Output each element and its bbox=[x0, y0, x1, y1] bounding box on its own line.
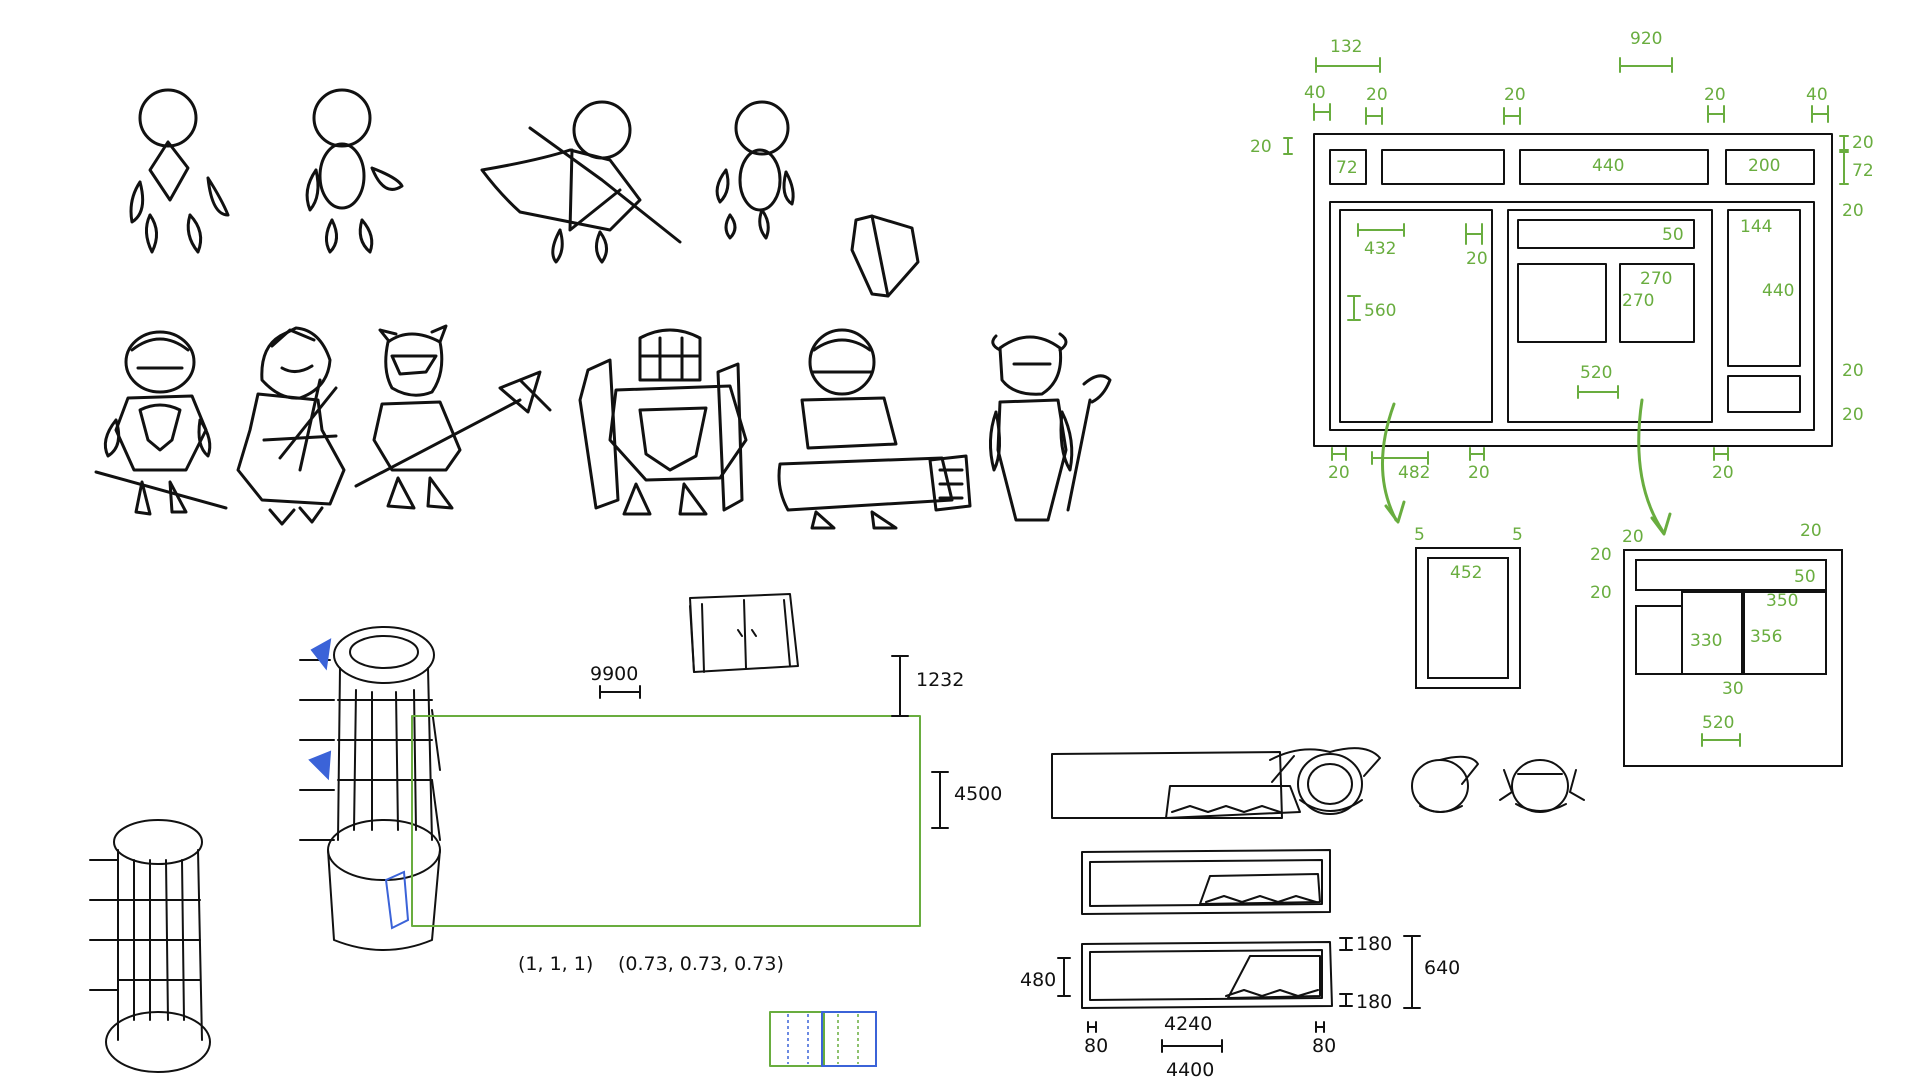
label-b20b: 20 bbox=[1468, 463, 1490, 483]
label-left-560: 560 bbox=[1364, 301, 1396, 321]
health-bar-2 bbox=[1081, 849, 1331, 915]
label-r20b: 20 bbox=[1842, 201, 1864, 221]
wireframe-main-frame bbox=[1313, 133, 1833, 447]
label-height-1232: 1232 bbox=[916, 669, 964, 691]
label-d20c: 20 bbox=[1704, 85, 1726, 105]
label-left-432: 432 bbox=[1364, 239, 1396, 259]
label-w132: 132 bbox=[1330, 37, 1362, 57]
label-bottom-180: 180 bbox=[1356, 991, 1392, 1013]
label-large-520: 520 bbox=[1702, 713, 1734, 733]
label-b482: 482 bbox=[1398, 463, 1430, 483]
color-swatch-pair bbox=[769, 1011, 877, 1067]
dim-bar-top-margin: 180 bbox=[1339, 933, 1392, 955]
label-header-200: 200 bbox=[1748, 156, 1780, 176]
label-large-350: 350 bbox=[1766, 591, 1798, 611]
character-heavy-cannon bbox=[777, 328, 972, 530]
dim-height-1232: 1232 bbox=[891, 655, 964, 717]
label-large-20c: 20 bbox=[1590, 545, 1612, 565]
label-bar-height-480: 480 bbox=[1020, 969, 1056, 991]
label-small-5a: 5 bbox=[1414, 525, 1425, 545]
label-4240: 4240 bbox=[1164, 1013, 1212, 1035]
arrow-to-large-panel bbox=[1637, 398, 1664, 532]
label-total-640: 640 bbox=[1424, 957, 1460, 979]
sub-panel-large: 20 20 20 20 50 330 350 356 30 520 bbox=[1590, 521, 1843, 767]
character-hooded-crossbow bbox=[236, 326, 346, 526]
label-large-20b: 20 bbox=[1800, 521, 1822, 541]
base-figure-1 bbox=[129, 88, 230, 254]
label-height-4500: 4500 bbox=[954, 783, 1002, 805]
base-figure-2 bbox=[305, 88, 404, 254]
label-color-white: (1, 1, 1) bbox=[518, 953, 593, 975]
label-r20d: 20 bbox=[1842, 405, 1864, 425]
dim-bar-total-height: 640 bbox=[1403, 935, 1460, 1009]
castle-background-region bbox=[411, 715, 921, 927]
door-sketch bbox=[689, 593, 799, 673]
label-4400: 4400 bbox=[1166, 1059, 1214, 1080]
castle-tower-tall bbox=[299, 626, 441, 951]
label-header-440: 440 bbox=[1592, 156, 1624, 176]
label-r72: 72 bbox=[1852, 161, 1874, 181]
wireframe-right-dims: 20 72 20 20 20 bbox=[1839, 133, 1874, 425]
dim-bar-bottom-margin: 180 bbox=[1339, 991, 1392, 1013]
wireframe-top-dims: 132 920 40 20 20 20 40 20 bbox=[1250, 29, 1829, 157]
character-staff-mage bbox=[989, 332, 1112, 522]
label-large-20d: 20 bbox=[1590, 583, 1612, 603]
sub-panel-small: 5 5 452 bbox=[1414, 525, 1523, 689]
label-b20a: 20 bbox=[1328, 463, 1350, 483]
dim-bar-left-80: 80 bbox=[1084, 1021, 1108, 1057]
castle-blue-accent-1 bbox=[308, 638, 410, 930]
label-right-440: 440 bbox=[1762, 281, 1794, 301]
wireframe-bottom-dims: 20 482 20 20 bbox=[1328, 447, 1734, 483]
dim-bar-4240: 4240 bbox=[1164, 1013, 1212, 1035]
label-header-72: 72 bbox=[1336, 158, 1358, 178]
label-d20a: 20 bbox=[1366, 85, 1388, 105]
label-small-452: 452 bbox=[1450, 563, 1482, 583]
portrait-frame-alt-1 bbox=[1411, 755, 1479, 813]
label-right-80: 80 bbox=[1312, 1035, 1336, 1057]
label-left20: 20 bbox=[1250, 137, 1272, 157]
castle-tower-short bbox=[89, 819, 211, 1073]
health-bar-3 bbox=[1081, 941, 1333, 1009]
label-width-9900: 9900 bbox=[590, 663, 638, 685]
label-small-5b: 5 bbox=[1512, 525, 1523, 545]
label-top-180: 180 bbox=[1356, 933, 1392, 955]
label-d20b: 20 bbox=[1504, 85, 1526, 105]
dim-bar-4400: 4400 bbox=[1161, 1039, 1223, 1080]
label-left-80: 80 bbox=[1084, 1035, 1108, 1057]
label-w920: 920 bbox=[1630, 29, 1662, 49]
label-center-50: 50 bbox=[1662, 225, 1684, 245]
portrait-frame-alt-2 bbox=[1499, 759, 1585, 813]
character-knight-sword bbox=[94, 330, 228, 516]
label-right-144: 144 bbox=[1740, 217, 1772, 237]
dim-bar-right-80: 80 bbox=[1312, 1021, 1336, 1057]
label-center-520: 520 bbox=[1580, 363, 1612, 383]
label-center-270a: 270 bbox=[1640, 269, 1672, 289]
label-left-h20: 20 bbox=[1466, 249, 1488, 269]
character-armored-shield bbox=[578, 328, 748, 516]
dim-bar-height: 480 bbox=[1020, 957, 1071, 997]
arrow-to-small-panel bbox=[1381, 402, 1398, 522]
shield-sketch bbox=[850, 214, 920, 298]
character-horned-halberd bbox=[354, 324, 552, 510]
dim-width-9900: 9900 bbox=[590, 663, 641, 699]
label-large-356: 356 bbox=[1750, 627, 1782, 647]
base-figure-caped bbox=[480, 100, 682, 264]
label-b20c: 20 bbox=[1712, 463, 1734, 483]
label-d40b: 40 bbox=[1806, 85, 1828, 105]
label-large-20a: 20 bbox=[1622, 527, 1644, 547]
label-center-270b: 270 bbox=[1622, 291, 1654, 311]
label-large-50: 50 bbox=[1794, 567, 1816, 587]
base-figure-4 bbox=[715, 100, 795, 240]
label-large-330: 330 bbox=[1690, 631, 1722, 651]
label-r20c: 20 bbox=[1842, 361, 1864, 381]
label-r20a: 20 bbox=[1852, 133, 1874, 153]
label-d40a: 40 bbox=[1304, 83, 1326, 103]
health-bar-with-portrait bbox=[1051, 747, 1381, 819]
dim-height-4500: 4500 bbox=[931, 771, 1002, 829]
label-color-grey: (0.73, 0.73, 0.73) bbox=[618, 953, 784, 975]
label-large-30: 30 bbox=[1722, 679, 1744, 699]
